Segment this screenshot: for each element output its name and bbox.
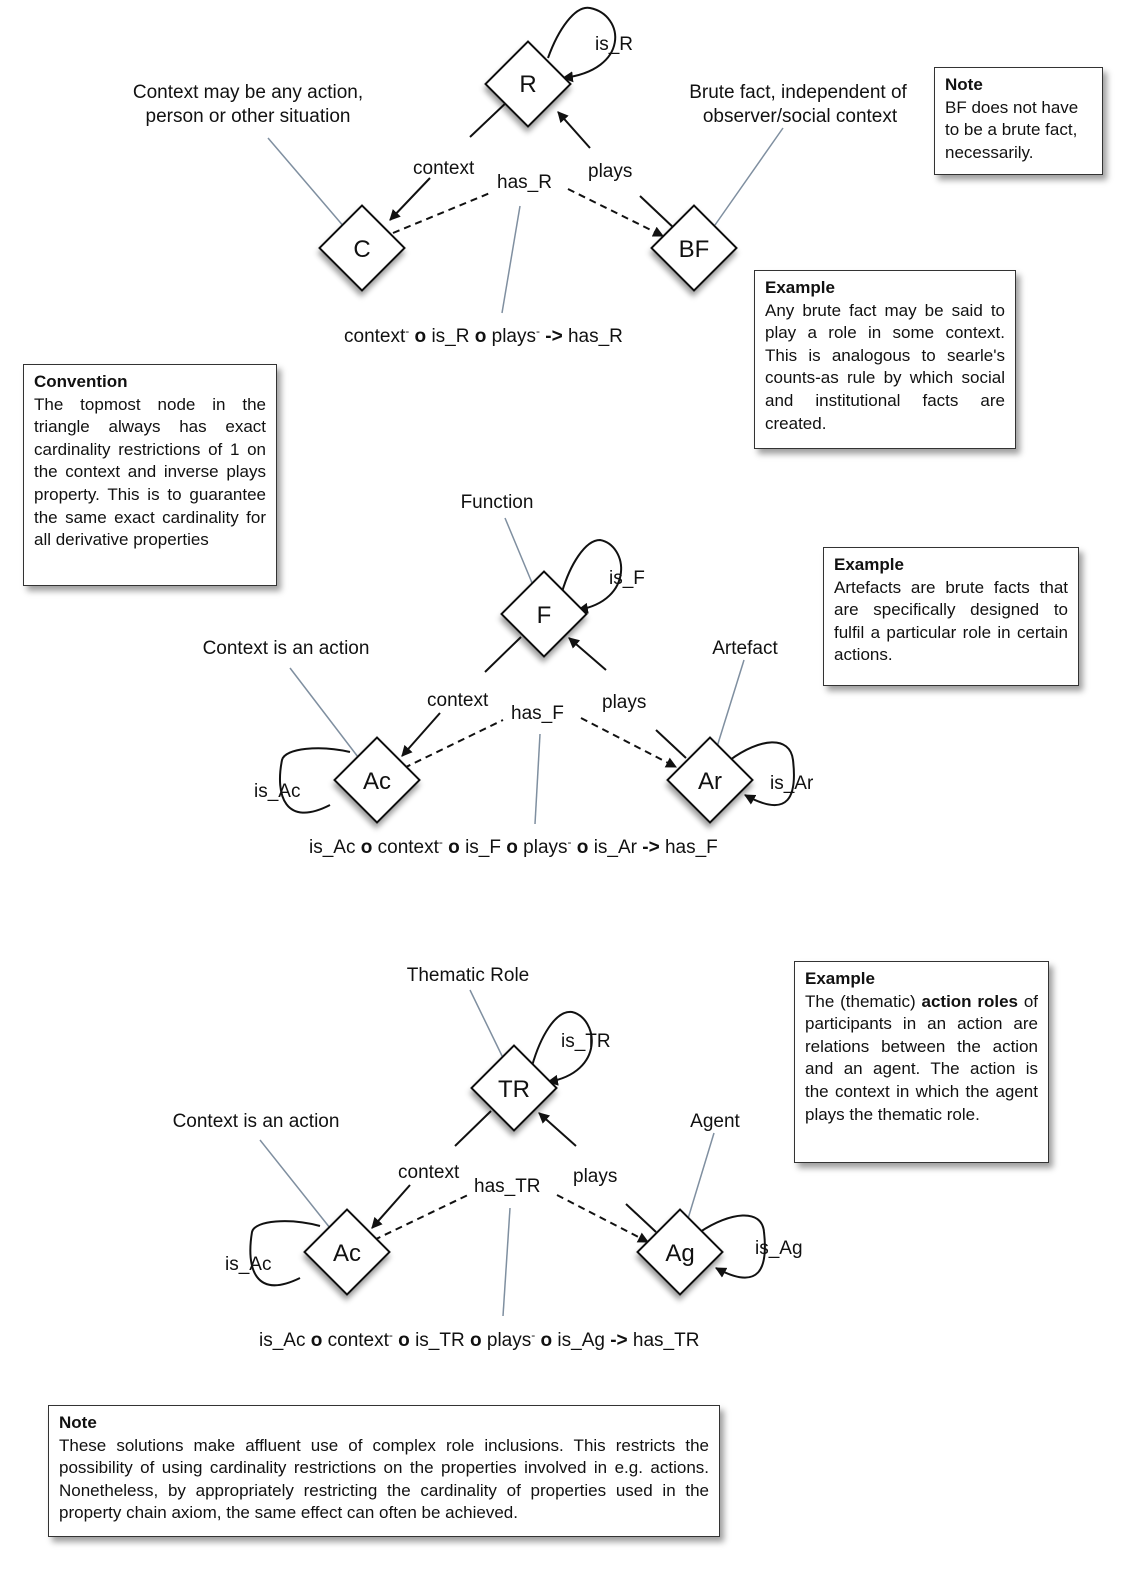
note-body: Artefacts are brute facts that are speci… xyxy=(834,577,1068,665)
annotation-label: Brute fact, independent of xyxy=(689,82,907,103)
node-label: Ac xyxy=(363,768,391,795)
node-diamond[interactable] xyxy=(318,204,406,292)
edge-label: is_Ac xyxy=(225,1254,271,1275)
note-title: Example xyxy=(765,278,835,297)
note-title: Note xyxy=(59,1413,97,1432)
property-chain-formula: is_Ac o context- o is_TR o plays- o is_A… xyxy=(259,1328,699,1351)
annotation-label: Agent xyxy=(690,1111,740,1132)
node-label: BF xyxy=(679,236,710,263)
edge-label: has_R xyxy=(497,172,552,193)
triangle-diagram-2: F Ac Ar Function Context is an action Ar… xyxy=(203,492,814,858)
example-bf-box: Example Any brute fact may be said to pl… xyxy=(754,270,1016,449)
annotation-label: person or other situation xyxy=(146,106,351,127)
node-diamond[interactable] xyxy=(333,736,421,824)
edge-label: is_Ar xyxy=(770,773,814,794)
note-line: BF does not have xyxy=(945,97,1079,117)
property-chain-formula: is_Ac o context- o is_F o plays- o is_Ar… xyxy=(309,835,718,858)
note-title: Convention xyxy=(34,372,128,391)
node-diamond[interactable] xyxy=(500,570,588,658)
edge-label: is_R xyxy=(595,34,633,55)
note-body-text: of participants in an action are relatio… xyxy=(805,991,1039,1124)
convention-box: Convention The topmost node in the trian… xyxy=(23,364,277,586)
annotation-label: Context is an action xyxy=(203,638,370,659)
annotation-label: Function xyxy=(461,492,534,513)
edge-label: context xyxy=(398,1162,460,1183)
example-thematic-box: Example The (thematic) action roles of p… xyxy=(794,961,1049,1163)
edge-label: has_F xyxy=(511,703,564,724)
edge-label: plays xyxy=(588,161,632,182)
note-bottom-box: Note These solutions make affluent use o… xyxy=(48,1405,720,1537)
node-diamond[interactable] xyxy=(650,204,738,292)
node-label: Ac xyxy=(333,1240,361,1267)
annotation-label: Context may be any action, xyxy=(133,82,363,103)
note-title: Note xyxy=(945,75,983,94)
edge-label: plays xyxy=(573,1166,617,1187)
node-label: F xyxy=(537,602,552,629)
note-line: to be a brute fact, xyxy=(945,120,1078,140)
node-diamond[interactable] xyxy=(666,736,754,824)
node-label: C xyxy=(353,236,370,263)
annotation-label: Artefact xyxy=(712,638,778,659)
note-body: The (thematic) action roles of participa… xyxy=(805,991,1038,1127)
node-diamond[interactable] xyxy=(636,1208,724,1296)
edge-label: is_Ag xyxy=(755,1238,803,1259)
note-title: Example xyxy=(834,555,904,574)
edge-label: is_TR xyxy=(561,1031,611,1052)
annotation-label: Thematic Role xyxy=(407,965,530,986)
node-diamond[interactable] xyxy=(303,1208,391,1296)
edge-label: context xyxy=(427,690,489,711)
edge-label: context xyxy=(413,158,475,179)
node-label: TR xyxy=(498,1076,530,1103)
node-diamond[interactable] xyxy=(470,1044,558,1132)
note-body: These solutions make affluent use of com… xyxy=(59,1435,709,1523)
triangle-diagram-1: R C BF is_R context plays has_R Context … xyxy=(133,6,908,347)
node-label: R xyxy=(519,71,536,98)
note-bf-box: Note BF does not have to be a brute fact… xyxy=(934,67,1103,175)
node-label: Ag xyxy=(665,1240,694,1267)
edge-label: plays xyxy=(602,692,646,713)
triangle-diagram-3: TR Ac Ag Thematic Role Context is an act… xyxy=(173,965,803,1351)
edge-label: is_F xyxy=(609,568,645,589)
note-title: Example xyxy=(805,969,875,988)
note-body: Any brute fact may be said to play a rol… xyxy=(765,300,1005,433)
node-diamond[interactable] xyxy=(484,40,572,128)
edge-label: has_TR xyxy=(474,1176,541,1197)
annotation-label: Context is an action xyxy=(173,1111,340,1132)
note-body-bold: action roles xyxy=(921,991,1019,1011)
note-line: necessarily. xyxy=(945,142,1034,162)
property-chain-formula: context- o is_R o plays- -> has_R xyxy=(344,324,623,347)
node-label: Ar xyxy=(698,768,722,795)
note-body: The topmost node in the triangle always … xyxy=(34,394,266,550)
example-artefact-box: Example Artefacts are brute facts that a… xyxy=(823,547,1079,686)
edge-label: is_Ac xyxy=(254,781,300,802)
note-body-text: The (thematic) xyxy=(805,991,922,1011)
annotation-label: observer/social context xyxy=(703,106,898,127)
